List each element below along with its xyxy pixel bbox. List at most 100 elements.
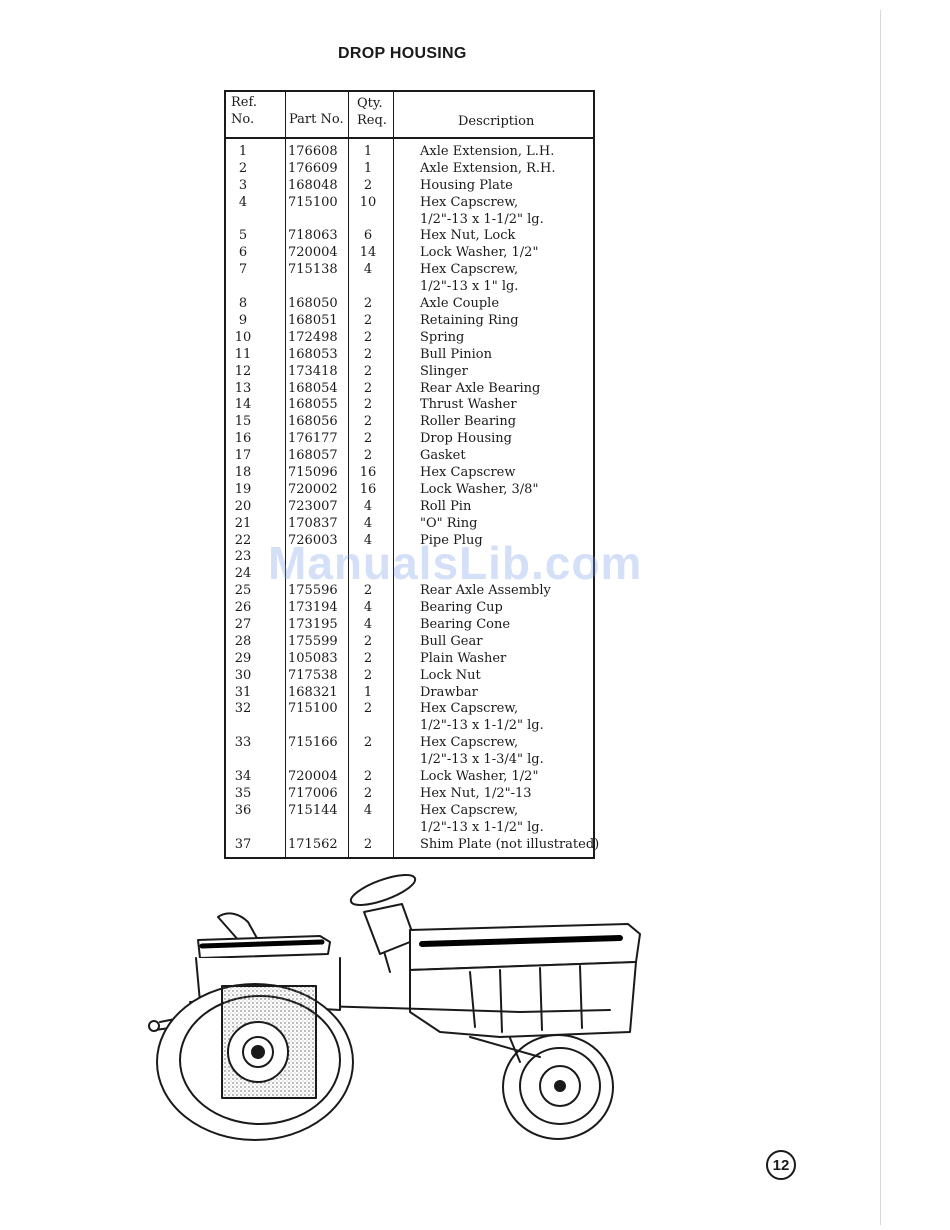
table-row: 24 — [226, 566, 593, 583]
description: Hex Nut, Lock — [420, 228, 515, 245]
description: Rear Axle Assembly — [420, 583, 551, 600]
ref-number: 12 — [234, 363, 252, 379]
description-line: Pipe Plug — [420, 532, 483, 548]
ref-number: 23 — [234, 549, 252, 565]
part-number: 715144 — [288, 802, 338, 818]
part-number: 715096 — [288, 464, 338, 480]
description: Hex Capscrew,1/2"-13 x 1-1/2" lg. — [420, 195, 544, 229]
description-line: Bearing Cup — [420, 600, 503, 616]
ref-number: 28 — [234, 633, 252, 649]
description: Bull Pinion — [420, 347, 492, 364]
watermark-text: ManualsLib.com — [268, 537, 643, 589]
quantity-required: 4 — [363, 262, 373, 278]
header-description: Description — [458, 114, 535, 129]
description: Lock Washer, 1/2" — [420, 245, 538, 262]
ref-number: 14 — [234, 397, 252, 413]
ref-number: 15 — [234, 414, 252, 430]
description-line: 1/2"-13 x 1-3/4" lg. — [420, 752, 544, 768]
description-line: Lock Washer, 1/2" — [420, 769, 539, 785]
quantity-required: 2 — [363, 650, 373, 666]
description-line: Axle Extension, R.H. — [420, 160, 556, 176]
part-number: 176177 — [288, 431, 338, 447]
description-line: Bull Gear — [420, 633, 483, 649]
column-divider — [348, 92, 349, 857]
description-line: Hex Capscrew, — [420, 735, 519, 751]
ref-number: 37 — [234, 836, 252, 852]
quantity-required: 2 — [363, 380, 373, 396]
ref-number: 21 — [234, 515, 252, 531]
part-number: 718063 — [288, 228, 338, 244]
description-line: Hex Capscrew, — [420, 262, 519, 278]
quantity-required: 2 — [363, 397, 373, 413]
ref-number: 29 — [234, 650, 252, 666]
ref-number: 10 — [234, 329, 252, 345]
description-line: Thrust Washer — [420, 397, 517, 413]
part-number: 175599 — [288, 633, 338, 649]
header-qty-line2: Req. — [357, 113, 387, 128]
description: Bearing Cone — [420, 617, 510, 634]
quantity-required: 10 — [359, 194, 377, 210]
part-number: 720002 — [288, 481, 338, 497]
quantity-required: 2 — [363, 448, 373, 464]
quantity-required: 4 — [363, 498, 373, 514]
description-line: Roll Pin — [420, 498, 472, 514]
ref-number: 30 — [234, 667, 252, 683]
part-number: 715100 — [288, 194, 338, 210]
part-number: 168048 — [288, 177, 338, 193]
ref-number: 9 — [238, 312, 248, 328]
quantity-required: 1 — [363, 160, 373, 176]
part-number: 175596 — [288, 583, 338, 599]
description-line: Axle Couple — [420, 296, 500, 312]
part-number: 726003 — [288, 532, 338, 548]
ref-number: 11 — [234, 346, 252, 362]
description: Gasket — [420, 448, 466, 465]
description-line: "O" Ring — [420, 515, 478, 531]
description-line: Roller Bearing — [420, 414, 517, 430]
description-line: Lock Washer, 3/8" — [420, 481, 539, 497]
description: Axle Couple — [420, 296, 499, 313]
part-number: 720004 — [288, 769, 338, 785]
header-qty: Qty. Req. — [357, 95, 387, 129]
ref-number: 7 — [238, 262, 248, 278]
description: Hex Capscrew,1/2"-13 x 1-1/2" lg. — [420, 701, 544, 735]
description-line: Retaining Ring — [420, 312, 519, 328]
description: Bearing Cup — [420, 600, 503, 617]
part-number: 176609 — [288, 160, 338, 176]
header-rule — [226, 137, 593, 139]
description: Roller Bearing — [420, 414, 516, 431]
description: Pipe Plug — [420, 533, 483, 550]
description-line: Hex Capscrew — [420, 464, 516, 480]
description: Hex Capscrew — [420, 465, 516, 482]
part-number: 173195 — [288, 616, 338, 632]
quantity-required: 2 — [363, 836, 373, 852]
ref-number: 20 — [234, 498, 252, 514]
quantity-required: 1 — [363, 684, 373, 700]
description: Axle Extension, L.H. — [420, 144, 554, 161]
part-number: 168056 — [288, 414, 338, 430]
page-title: DROP HOUSING — [338, 45, 467, 62]
description-line: Bull Pinion — [420, 346, 493, 362]
quantity-required: 2 — [363, 346, 373, 362]
description: Plain Washer — [420, 651, 506, 668]
description: Bull Gear — [420, 634, 482, 651]
description: Hex Capscrew,1/2"-13 x 1-1/2" lg. — [420, 803, 544, 837]
description-line: Lock Washer, 1/2" — [420, 245, 539, 261]
